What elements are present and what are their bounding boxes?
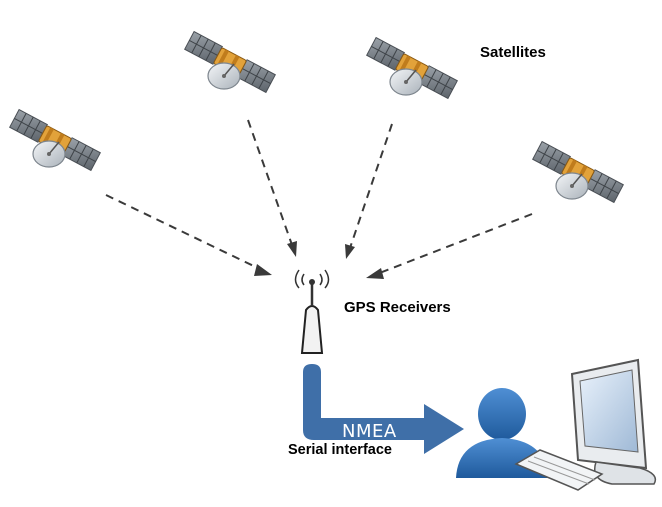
- signal-line: [247, 119, 293, 246]
- satellite-icon: [365, 36, 459, 100]
- arrowhead: [345, 244, 355, 259]
- signal-line: [105, 194, 263, 271]
- satellite-icon: [183, 30, 277, 94]
- satellite-icon: [8, 108, 102, 172]
- satellites-label: Satellites: [480, 44, 546, 61]
- signal-arrowheads: [254, 241, 384, 279]
- signal-lines: [105, 119, 533, 275]
- nmea-arrow: [303, 364, 464, 454]
- satellite-icon: [531, 140, 625, 204]
- signal-line: [376, 213, 533, 275]
- arrowhead: [254, 264, 272, 276]
- antenna-icon: [294, 269, 330, 354]
- nmea-label: NMEA: [342, 421, 397, 442]
- keyboard-icon: [514, 449, 604, 491]
- serial-interface-label: Serial interface: [288, 442, 392, 458]
- arrowhead: [366, 268, 384, 279]
- gps-receivers-label: GPS Receivers: [344, 299, 451, 316]
- monitor-icon: [570, 358, 657, 485]
- arrowhead: [287, 241, 297, 257]
- signal-line: [349, 123, 393, 249]
